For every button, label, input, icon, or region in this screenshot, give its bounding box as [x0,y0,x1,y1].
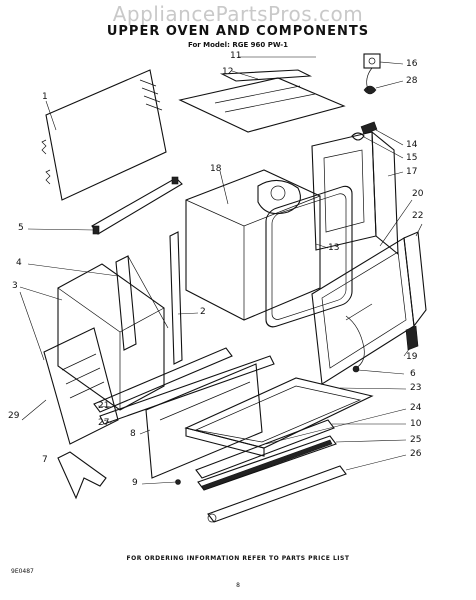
post-2 [169,231,183,365]
lower-panel-29 [43,327,119,445]
side-panel-1 [45,69,167,201]
bracket-7 [57,451,107,500]
lamp-bulb-15 [351,132,365,141]
callout-1: 1 [42,92,48,102]
callout-8: 8 [130,429,136,439]
callout-7: 7 [42,455,48,465]
callout-12: 12 [222,67,234,77]
callout-14: 14 [406,140,418,150]
callout-9: 9 [132,478,138,488]
callout-16: 16 [406,59,418,69]
top-strip-11 [219,69,313,82]
rail-26 [207,465,347,523]
bottom-tray-23 [184,377,374,449]
lamp-socket-14 [360,121,378,135]
callout-13: 13 [328,243,340,253]
callout-24: 24 [410,403,422,413]
page-number: 8 [236,582,240,589]
front-frame-17 [311,131,377,251]
clip-19 [405,325,419,351]
rail-27 [99,355,275,425]
side-plate-4 [115,255,137,351]
door-gasket-13 [265,185,353,328]
leader-lines [19,56,423,485]
model-subtitle: For Model: RGE 960 PW-1 [187,41,289,49]
broiler-box-3 [57,263,165,411]
callout-26: 26 [410,449,422,459]
rail-25 [197,435,337,491]
ordering-note: FOR ORDERING INFORMATION REFER TO PARTS … [126,555,350,562]
callout-18: 18 [210,164,222,174]
watermark: AppliancePartsPros.com [112,2,364,26]
callout-20: 20 [412,189,424,199]
callout-3: 3 [12,281,18,291]
callout-23: 23 [410,383,422,393]
plate-8 [145,363,263,479]
callout-15: 15 [406,153,418,163]
connector-28 [363,85,377,95]
screw-9 [175,479,181,485]
page-title: UPPER OVEN AND COMPONENTS [106,24,370,39]
catalog-number: 9E0487 [11,568,34,575]
callout-19: 19 [406,352,418,362]
callout-4: 4 [16,258,22,268]
callout-28: 28 [406,76,418,86]
door-strip-22 [403,231,427,328]
callout-27: 27 [98,418,110,428]
callout-22: 22 [412,211,424,221]
callout-17: 17 [406,167,418,177]
callout-6: 6 [410,369,416,379]
callout-10: 10 [410,419,422,429]
tray-rim-24 [185,427,265,457]
rail-10 [195,419,335,479]
bracket-bar-5 [91,177,183,235]
switch-16 [363,53,381,69]
wire-6 [345,315,365,369]
callout-11: 11 [230,51,242,61]
callout-25: 25 [410,435,422,445]
callout-21: 21 [98,401,110,411]
callout-5: 5 [18,223,24,233]
oven-cavity-18 [185,169,321,321]
rail-21 [93,347,233,413]
callout-29: 29 [8,411,20,421]
top-panel-12 [178,77,346,133]
callout-2: 2 [200,307,206,317]
